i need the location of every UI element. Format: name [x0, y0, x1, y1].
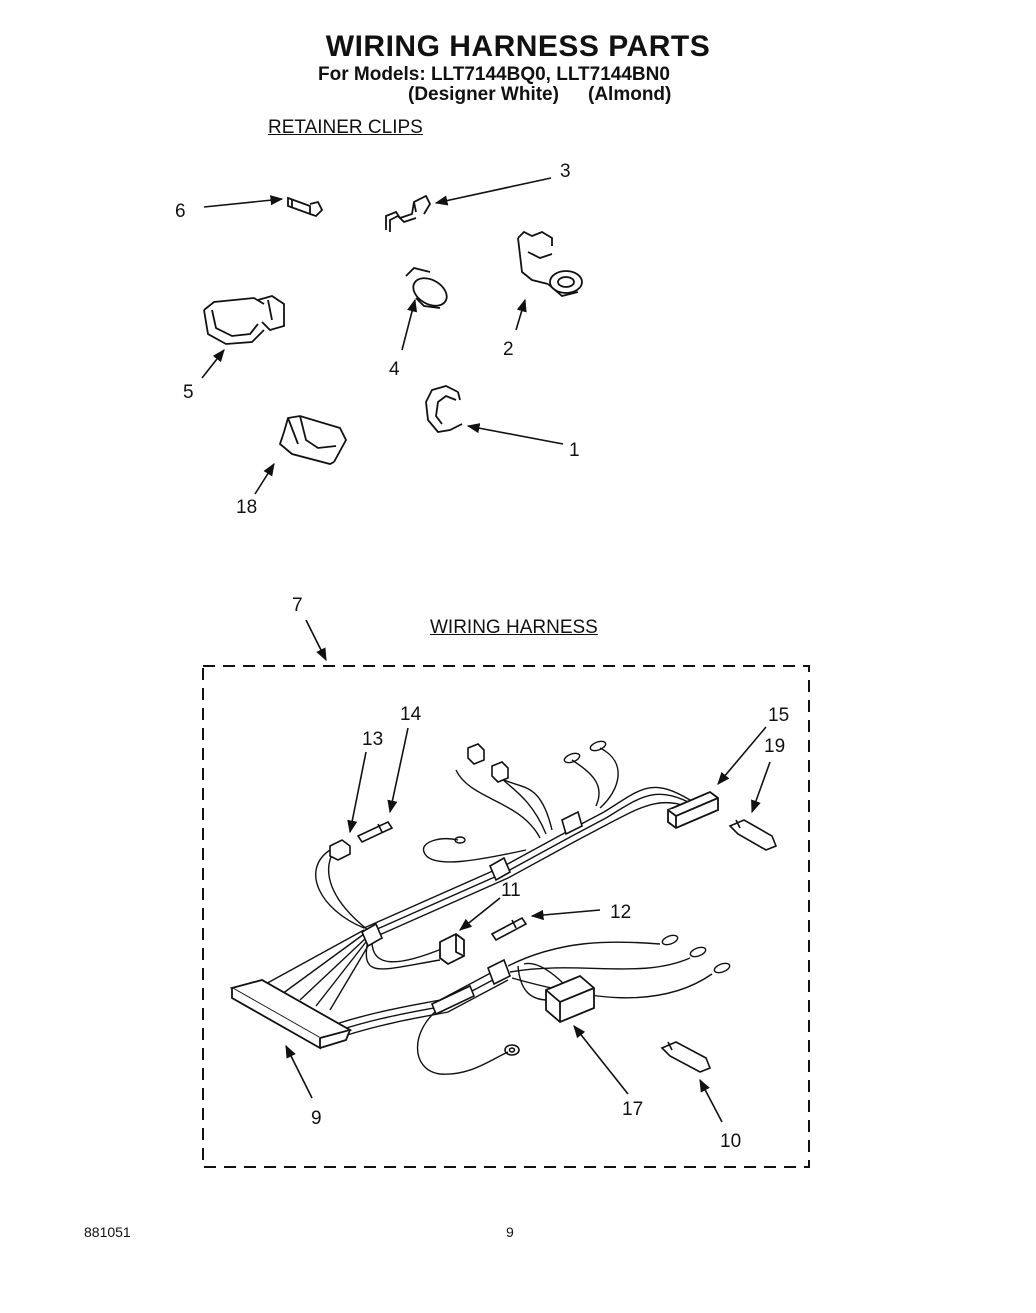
part-17-connector: [545, 974, 595, 1024]
callout-19: 19: [764, 736, 785, 757]
leader-12: [530, 909, 601, 921]
callout-7: 7: [292, 595, 303, 616]
part-19-terminal: [728, 819, 778, 851]
leader-5: [201, 348, 225, 379]
harness-sleeves: [360, 810, 583, 1016]
leader-18: [254, 462, 275, 495]
leader-15: [717, 726, 767, 785]
part-5-saddle-clip: [203, 295, 285, 345]
leader-6: [203, 195, 284, 208]
part-12-terminal: [490, 916, 528, 942]
harness-top-connectors: [467, 743, 509, 783]
callout-18: 18: [236, 497, 257, 518]
leader-3: [434, 177, 552, 206]
footer-document-code: 881051: [84, 1224, 131, 1240]
harness-wire-bundle: [261, 747, 713, 1075]
leader-11: [459, 897, 501, 931]
callout-2: 2: [503, 339, 514, 360]
finish-designer-white: (Designer White): [408, 84, 559, 105]
leader-14: [387, 727, 409, 814]
finish-almond: (Almond): [588, 84, 672, 105]
page-title: WIRING HARNESS PARTS: [325, 30, 711, 63]
callout-6: 6: [175, 201, 186, 222]
leader-13: [347, 751, 367, 834]
section-title-retainer-clips: RETAINER CLIPS: [268, 117, 423, 138]
leader-19: [751, 761, 771, 814]
part-10-terminal: [660, 1041, 712, 1073]
callout-13: 13: [362, 729, 383, 750]
callout-14: 14: [400, 704, 422, 725]
leader-9: [285, 1044, 313, 1099]
leader-7: [305, 619, 327, 662]
leader-10: [699, 1078, 723, 1123]
part-11-connector: [439, 932, 465, 966]
part-3-clip: [385, 194, 432, 232]
harness-spade-terminals-lower: [661, 934, 731, 974]
callout-1: 1: [569, 440, 580, 461]
part-15-connector: [667, 790, 719, 830]
callout-17: 17: [622, 1099, 643, 1120]
leader-4: [401, 298, 418, 351]
callout-5: 5: [183, 382, 194, 403]
part-4-ring-clip: [405, 267, 448, 309]
part-1-c-clip: [425, 385, 463, 433]
callout-12: 12: [610, 902, 631, 923]
harness-boundary-box: [202, 665, 810, 1168]
part-2-loop-clip: [517, 230, 583, 297]
leader-2: [515, 298, 527, 331]
leader-1: [466, 423, 564, 445]
part-14-terminal: [356, 820, 394, 844]
part-18-sleeve: [278, 415, 348, 465]
part-13-small-connector: [329, 839, 351, 861]
harness-spade-terminals-top: [454, 740, 607, 844]
leader-17: [573, 1024, 629, 1095]
section-title-wiring-harness: WIRING HARNESS: [430, 617, 598, 638]
harness-ground-ring-terminal: [504, 1044, 520, 1056]
part-6-push-pin: [287, 196, 324, 218]
model-numbers: For Models: LLT7144BQ0, LLT7144BN0: [318, 64, 670, 85]
callout-9: 9: [311, 1108, 322, 1129]
callout-15: 15: [768, 705, 789, 726]
footer-page-number: 9: [506, 1224, 514, 1240]
callout-11: 11: [501, 880, 521, 901]
callout-4: 4: [389, 359, 400, 380]
callout-3: 3: [560, 161, 571, 182]
callout-10: 10: [720, 1131, 741, 1152]
part-9-connector-block: [229, 979, 353, 1050]
